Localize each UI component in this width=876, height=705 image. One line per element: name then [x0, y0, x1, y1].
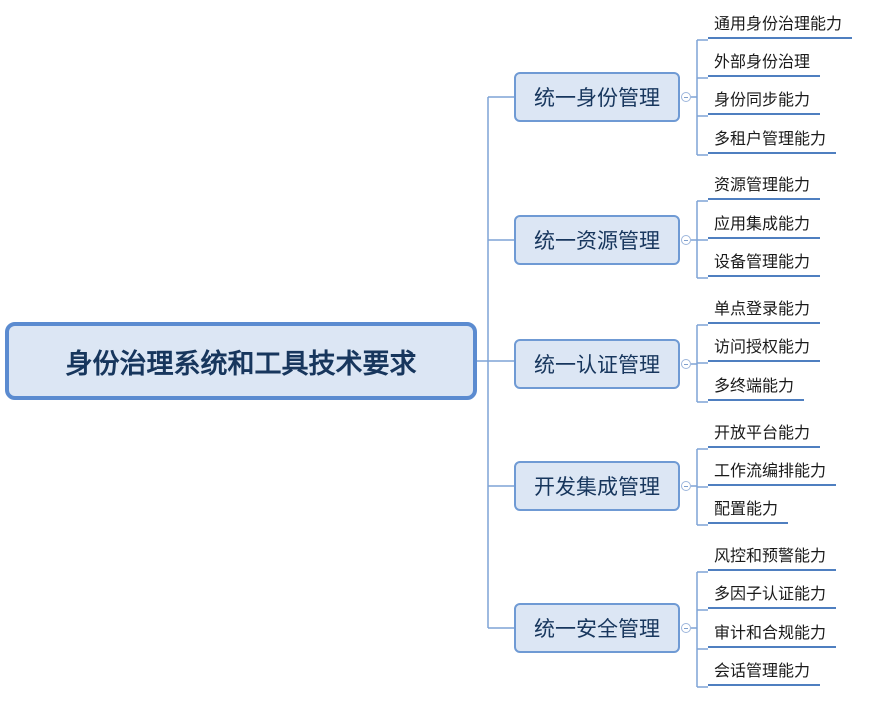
collapse-toggle-icon[interactable] — [681, 623, 691, 633]
leaf-node[interactable]: 工作流编排能力 — [708, 458, 837, 486]
root-node[interactable]: 身份治理系统和工具技术要求 — [5, 322, 477, 400]
branch-node-label: 开发集成管理 — [534, 475, 660, 499]
leaf-node[interactable]: 开放平台能力 — [708, 420, 821, 448]
leaf-node[interactable]: 多因子认证能力 — [708, 581, 837, 609]
branch-node-resource[interactable]: 统一资源管理 — [514, 215, 680, 265]
branch-node-label: 统一资源管理 — [534, 229, 660, 253]
branch-node-dev-integration[interactable]: 开发集成管理 — [514, 461, 680, 511]
collapse-toggle-icon[interactable] — [681, 235, 691, 245]
leaf-node[interactable]: 身份同步能力 — [708, 87, 821, 115]
leaf-node[interactable]: 会话管理能力 — [708, 658, 821, 686]
branch-node-label: 统一身份管理 — [534, 86, 660, 110]
collapse-toggle-icon[interactable] — [681, 359, 691, 369]
branch-node-identity[interactable]: 统一身份管理 — [514, 72, 680, 122]
leaf-node[interactable]: 资源管理能力 — [708, 172, 821, 200]
leaf-node[interactable]: 外部身份治理 — [708, 49, 821, 77]
collapse-toggle-icon[interactable] — [681, 481, 691, 491]
leaf-node[interactable]: 多租户管理能力 — [708, 126, 837, 154]
leaf-node[interactable]: 应用集成能力 — [708, 211, 821, 239]
branch-node-security[interactable]: 统一安全管理 — [514, 603, 680, 653]
branch-node-auth[interactable]: 统一认证管理 — [514, 339, 680, 389]
leaf-node[interactable]: 访问授权能力 — [708, 334, 821, 362]
leaf-node[interactable]: 配置能力 — [708, 496, 789, 524]
leaf-node[interactable]: 设备管理能力 — [708, 249, 821, 277]
collapse-toggle-icon[interactable] — [681, 92, 691, 102]
leaf-node[interactable]: 风控和预警能力 — [708, 543, 837, 571]
branch-node-label: 统一认证管理 — [534, 353, 660, 377]
branch-node-label: 统一安全管理 — [534, 617, 660, 641]
leaf-node[interactable]: 通用身份治理能力 — [708, 11, 853, 39]
leaf-node[interactable]: 单点登录能力 — [708, 296, 821, 324]
leaf-node[interactable]: 多终端能力 — [708, 373, 805, 401]
leaf-node[interactable]: 审计和合规能力 — [708, 620, 837, 648]
root-node-label: 身份治理系统和工具技术要求 — [65, 348, 417, 380]
